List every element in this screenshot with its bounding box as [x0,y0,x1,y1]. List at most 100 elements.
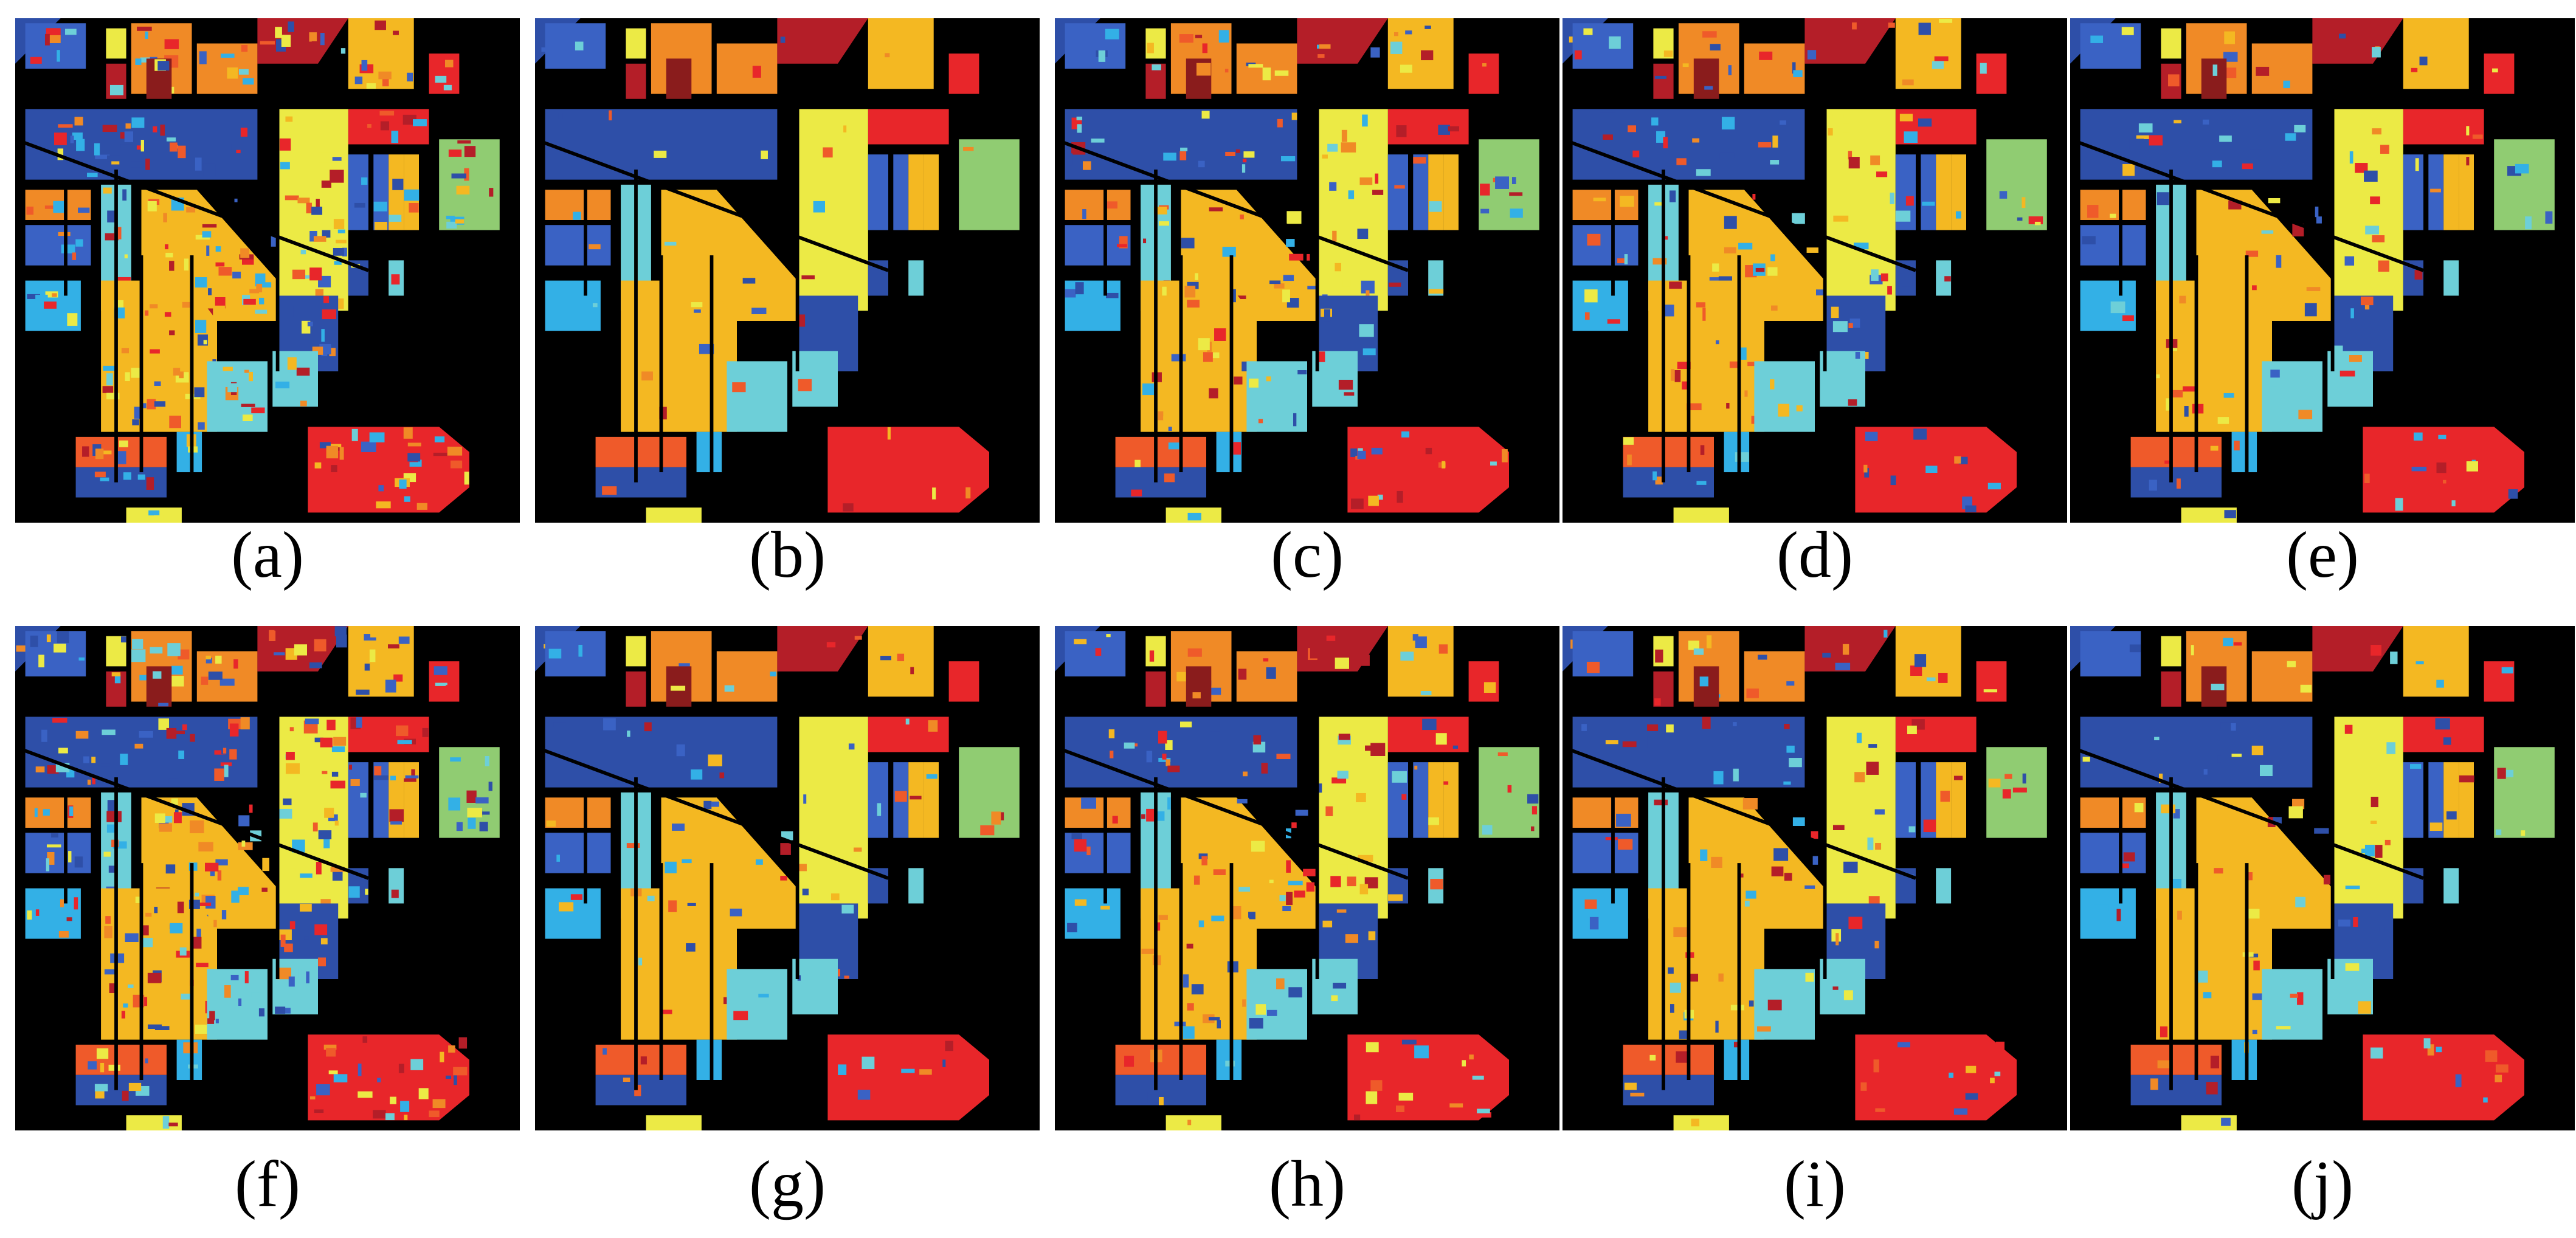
field-stripes-4 [1443,762,1459,838]
noise-speckle [1673,927,1688,938]
noise-speckle [1231,289,1236,303]
noise-speckle [1835,933,1839,946]
noise-speckle [137,474,145,480]
noise-speckle [1679,1030,1688,1039]
noise-speckle [2129,139,2144,149]
noise-speckle [289,921,295,929]
noise-speckle [1232,295,1246,299]
noise-speckle [30,57,42,64]
field-stripes-2 [1413,762,1429,838]
noise-speckle [1368,495,1379,506]
noise-speckle [169,261,174,271]
noise-speckle [361,60,368,71]
field-yellow-bottom [1673,1115,1729,1130]
noise-speckle [1397,490,1403,503]
noise-speckle [2365,225,2380,235]
noise-speckle [139,731,153,738]
noise-speckle [275,381,290,388]
noise-speckle [153,671,162,679]
noise-speckle [679,663,690,668]
noise-speckle [1164,473,1175,483]
noise-speckle [46,634,51,642]
noise-speckle [221,910,227,920]
noise-speckle [218,267,232,276]
noise-speckle [202,231,212,238]
noise-speckle [1674,370,1681,382]
noise-speckle [238,69,249,75]
noise-speckle [1388,894,1403,901]
noise-speckle [365,889,368,895]
noise-speckle [1654,799,1668,806]
field-maroon [1693,666,1719,707]
noise-speckle [123,1003,128,1008]
noise-speckle [1691,1118,1700,1127]
noise-speckle [261,887,268,892]
noise-speckle [2371,1047,2383,1059]
noise-speckle [1081,797,1096,809]
noise-speckle [2443,737,2451,745]
noise-speckle [2252,993,2262,1000]
noise-speckle [1833,215,1849,222]
noise-speckle [1452,745,1459,749]
noise-speckle [1509,192,1523,196]
noise-speckle [361,441,376,452]
noise-speckle [478,811,490,815]
noise-speckle [1780,1009,1789,1018]
noise-speckle [1414,765,1418,770]
noise-speckle [305,718,319,724]
noise-speckle [397,740,412,745]
noise-speckle [150,349,160,354]
noise-speckle [634,1084,641,1096]
noise-speckle [1326,635,1336,641]
field-red-small [1468,661,1499,702]
noise-speckle [407,442,421,447]
noise-speckle [1721,117,1735,130]
noise-speckle [641,371,653,380]
field-orange-left [1065,797,1131,828]
noise-speckle [44,33,50,46]
noise-speckle [1815,289,1825,296]
noise-speckle [2012,787,2027,793]
noise-speckle [2298,410,2313,419]
noise-speckle [2344,724,2353,734]
noise-speckle [2411,67,2418,72]
noise-speckle [280,934,286,947]
noise-speckle [401,661,409,669]
noise-speckle [112,841,127,849]
noise-speckle [2350,308,2354,318]
noise-speckle [1609,36,1621,49]
field-cyan-mid-2 [272,351,318,407]
field-orange-2 [1744,651,1805,702]
noise-speckle [1655,476,1663,485]
noise-speckle [106,393,120,400]
noise-speckle [2082,757,2090,762]
field-sky-bottom [1216,432,1242,472]
noise-speckle [589,244,601,250]
noise-speckle [1359,324,1374,337]
noise-speckle [2249,137,2262,150]
noise-speckle [1874,809,1885,815]
noise-speckle [638,957,643,966]
noise-speckle [351,428,358,441]
noise-speckle [1510,208,1523,218]
noise-speckle [422,727,429,737]
noise-speckle [364,634,376,641]
noise-speckle [826,642,836,648]
noise-speckle [928,720,938,732]
noise-speckle [147,399,156,410]
noise-speckle [232,271,241,279]
noise-speckle [1348,190,1355,199]
noise-speckle [1713,771,1724,785]
noise-speckle [1325,806,1333,816]
noise-speckle [66,917,72,921]
noise-speckle [53,201,65,213]
noise-speckle [1719,152,1735,159]
noise-speckle [1643,736,1648,748]
noise-speckle [854,847,862,852]
field-stripes-2 [373,762,389,838]
field-stripes-1 [1895,762,1916,838]
noise-speckle [1663,236,1668,240]
field-stripes-4 [924,154,939,230]
noise-speckle [330,780,346,789]
noise-speckle [382,77,389,87]
